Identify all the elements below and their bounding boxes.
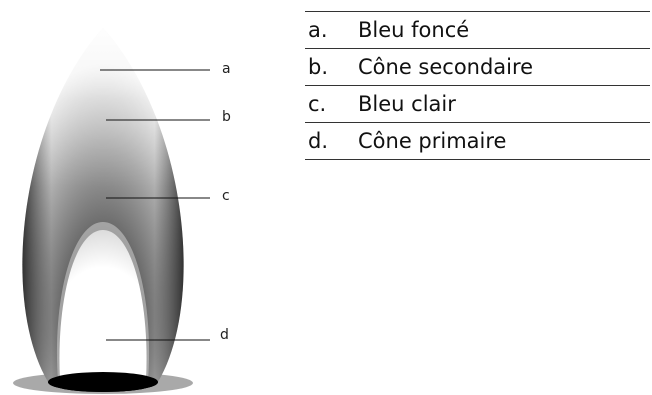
legend-row: c. Bleu clair bbox=[305, 85, 650, 123]
flame-base bbox=[48, 372, 158, 392]
legend-row: b. Cône secondaire bbox=[305, 48, 650, 86]
legend-key: d. bbox=[305, 122, 358, 160]
legend-row: d. Cône primaire bbox=[305, 122, 650, 160]
legend-key: a. bbox=[305, 11, 358, 49]
callout-letter: c bbox=[222, 188, 230, 204]
legend-label: Cône secondaire bbox=[358, 48, 650, 86]
callout-d: d bbox=[106, 327, 229, 343]
legend-row: a. Bleu foncé bbox=[305, 11, 650, 49]
legend-label: Cône primaire bbox=[358, 122, 650, 160]
callout-c: c bbox=[106, 188, 230, 204]
callout-letter: d bbox=[220, 327, 229, 343]
flame-diagram: a b c d bbox=[13, 28, 231, 394]
callout-letter: a bbox=[222, 61, 231, 77]
legend-label: Bleu clair bbox=[358, 85, 650, 123]
inner-cone bbox=[56, 222, 150, 381]
legend-label: Bleu foncé bbox=[358, 11, 650, 49]
legend-table: a. Bleu foncé b. Cône secondaire c. Bleu… bbox=[305, 11, 650, 160]
callout-b: b bbox=[106, 109, 231, 125]
legend-key: c. bbox=[305, 85, 358, 123]
legend-key: b. bbox=[305, 48, 358, 86]
callout-letter: b bbox=[222, 109, 231, 125]
callout-a: a bbox=[100, 61, 231, 77]
